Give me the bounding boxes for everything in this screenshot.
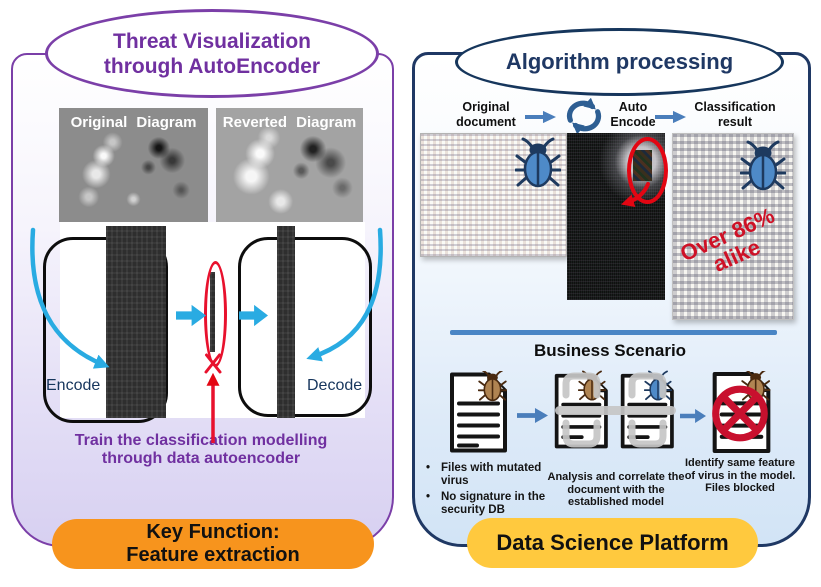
data-science-platform-label: Data Science Platform bbox=[496, 530, 729, 555]
left-panel-title: Threat Visualization through AutoEncoder bbox=[45, 9, 379, 98]
step1-line2: document bbox=[456, 114, 516, 129]
identify-caption: Identify same feature of virus in the mo… bbox=[684, 457, 796, 494]
step-auto-encode: Auto Encode bbox=[604, 100, 662, 129]
encode-label: Encode bbox=[46, 377, 101, 394]
blocked-file-doc-icon bbox=[712, 371, 771, 453]
left-title-line1: Threat Visualization bbox=[113, 29, 311, 53]
encoded-noise-image bbox=[567, 133, 665, 300]
reverted-diagram-image: Reverted Diagram bbox=[216, 108, 363, 222]
step3-line2: result bbox=[717, 114, 753, 129]
bullet-text-1: Files with mutated virus bbox=[441, 462, 542, 487]
step2-line1: Auto bbox=[618, 100, 648, 114]
key-function-line1: Key Function: bbox=[146, 521, 280, 543]
original-diagram-image: Original Diagram bbox=[59, 108, 208, 222]
right-title-text: Algorithm processing bbox=[505, 49, 734, 74]
decode-label: Decode bbox=[307, 377, 363, 394]
mutated-file-doc-icon bbox=[450, 371, 507, 453]
no-entry-blocked-icon bbox=[712, 385, 768, 442]
original-diagram-label: Original Diagram bbox=[70, 114, 197, 131]
feature-highlight-ellipse bbox=[627, 137, 668, 204]
bullet-dot: • bbox=[426, 462, 431, 474]
step-classification-result: Classification result bbox=[685, 100, 785, 129]
left-title-line2: through AutoEncoder bbox=[103, 54, 321, 78]
focus-bracket-icon bbox=[562, 372, 667, 448]
step3-line1: Classification bbox=[694, 100, 776, 114]
bullet-dot: • bbox=[426, 491, 431, 503]
bottleneck-highlight-ellipse bbox=[204, 261, 227, 367]
step-original-document: Original document bbox=[441, 100, 531, 129]
mutated-file-bullets: • Files with mutated virus • No signatur… bbox=[424, 462, 550, 520]
key-function-line2: Feature extraction bbox=[126, 544, 300, 566]
analysis-correlation-docs-icon bbox=[554, 370, 676, 449]
bullet-item: • No signature in the security DB bbox=[424, 491, 550, 517]
encoder-layer-bar bbox=[106, 226, 166, 418]
business-divider bbox=[450, 330, 777, 335]
bullet-text-2: No signature in the security DB bbox=[441, 491, 546, 516]
decoder-layer-bar bbox=[277, 226, 295, 418]
analysis-caption: Analysis and correlate the document with… bbox=[547, 471, 685, 508]
virus-bug-blue-icon bbox=[515, 137, 561, 191]
business-scenario-heading: Business Scenario bbox=[533, 341, 687, 360]
virus-bug-blue-icon-2 bbox=[740, 140, 786, 194]
reverted-diagram-label: Reverted Diagram bbox=[222, 114, 357, 131]
train-caption: Train the classification modelling throu… bbox=[12, 432, 390, 468]
train-caption-line2: through data autoencoder bbox=[101, 450, 301, 467]
step2-line2: Encode bbox=[610, 114, 656, 129]
train-caption-line1: Train the classification modelling bbox=[74, 432, 328, 449]
bullet-item: • Files with mutated virus bbox=[424, 462, 550, 488]
step1-line1: Original bbox=[462, 100, 510, 114]
data-science-platform-badge: Data Science Platform bbox=[467, 518, 758, 568]
right-panel-title: Algorithm processing bbox=[455, 28, 784, 96]
key-function-badge: Key Function: Feature extraction bbox=[52, 519, 374, 569]
cycle-refresh-icon bbox=[566, 98, 602, 134]
